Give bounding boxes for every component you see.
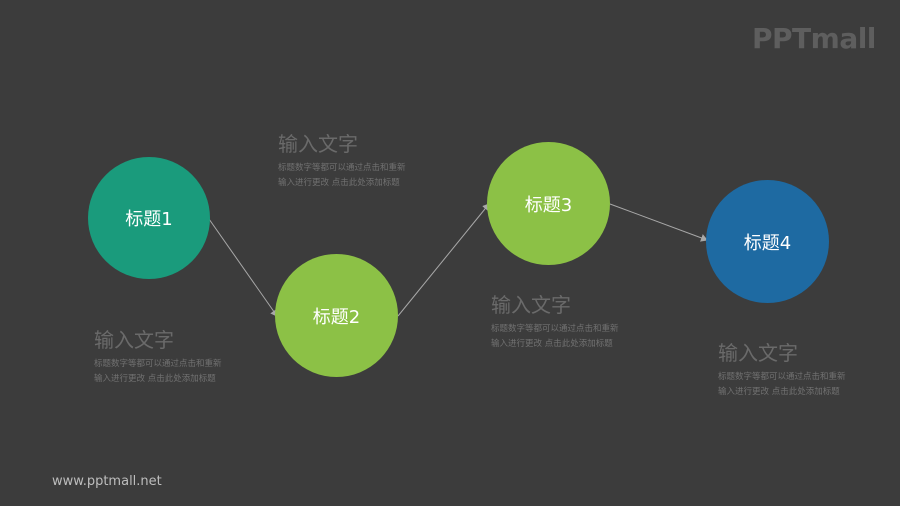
- node-label: 标题4: [743, 232, 792, 254]
- text-block-heading: 输入文字: [94, 328, 174, 352]
- text-block-line: 输入进行更改 点击此处添加标题: [491, 339, 613, 349]
- node-label: 标题2: [312, 306, 361, 328]
- text-block-heading: 输入文字: [491, 293, 571, 317]
- node-title-4: 标题4: [706, 180, 829, 303]
- node-label: 标题1: [125, 209, 173, 230]
- text-block-line: 标题数字等都可以通过点击和重新: [94, 359, 222, 369]
- node-title-3: 标题3: [487, 142, 610, 265]
- text-block-line: 输入进行更改 点击此处添加标题: [278, 178, 400, 188]
- text-block-line: 标题数字等都可以通过点击和重新: [278, 163, 406, 173]
- text-block-4: 输入文字 标题数字等都可以通过点击和重新 输入进行更改 点击此处添加标题: [718, 340, 846, 400]
- text-block-1: 输入文字 标题数字等都可以通过点击和重新 输入进行更改 点击此处添加标题: [94, 327, 222, 387]
- text-block-heading: 输入文字: [278, 132, 358, 156]
- connector-3-4: [609, 203, 708, 242]
- text-block-3: 输入文字 标题数字等都可以通过点击和重新 输入进行更改 点击此处添加标题: [491, 292, 619, 352]
- text-block-line: 输入进行更改 点击此处添加标题: [718, 387, 840, 397]
- node-label: 标题3: [524, 194, 573, 216]
- website-link[interactable]: www.pptmall.net: [52, 474, 162, 489]
- node-title-1: 标题1: [88, 157, 210, 279]
- text-block-line: 输入进行更改 点击此处添加标题: [94, 374, 216, 384]
- pptmall-logo: PPTmall: [752, 22, 876, 55]
- text-block-line: 标题数字等都可以通过点击和重新: [718, 372, 846, 382]
- node-title-2: 标题2: [275, 254, 398, 377]
- text-block-heading: 输入文字: [718, 341, 798, 365]
- connector-1-2: [208, 218, 278, 317]
- text-block-2: 输入文字 标题数字等都可以通过点击和重新 输入进行更改 点击此处添加标题: [278, 131, 406, 191]
- text-block-line: 标题数字等都可以通过点击和重新: [491, 324, 619, 334]
- connector-2-3: [397, 203, 490, 317]
